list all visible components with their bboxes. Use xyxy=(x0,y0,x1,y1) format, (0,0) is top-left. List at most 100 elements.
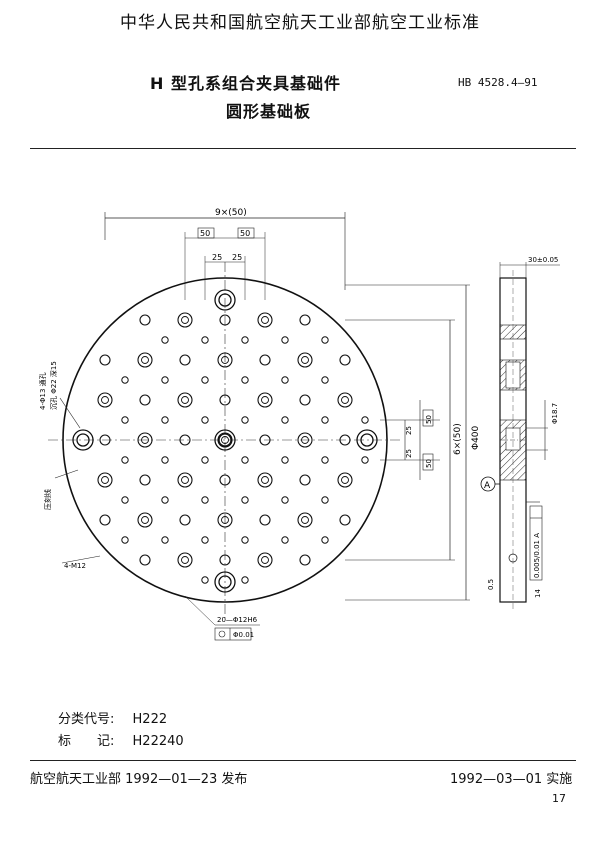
plate-hole xyxy=(257,472,273,488)
plate-hole xyxy=(179,434,191,446)
plate-hole xyxy=(299,554,311,566)
plate-hole xyxy=(137,352,153,368)
plate-hole xyxy=(337,472,353,488)
plate-hole xyxy=(177,552,193,568)
plate-hole xyxy=(99,434,111,446)
dim-diameter: Φ400 xyxy=(471,425,481,450)
callout-holes: 4-Φ13 通孔 xyxy=(38,372,47,410)
threaded-hole xyxy=(241,456,249,464)
through-hole xyxy=(218,433,232,447)
through-hole xyxy=(76,433,90,447)
document-title: H 型孔系组合夹具基础件 xyxy=(150,74,341,93)
threaded-hole xyxy=(321,496,329,504)
threaded-hole xyxy=(161,496,169,504)
threaded-hole xyxy=(241,576,249,584)
threaded-hole xyxy=(241,336,249,344)
through-hole xyxy=(214,289,236,311)
mark-row: 标 记: H22240 xyxy=(58,730,184,749)
header-rule xyxy=(30,148,576,149)
plate-hole xyxy=(259,354,271,366)
plate-hole-inner xyxy=(301,436,309,444)
threaded-hole xyxy=(161,336,169,344)
dim-box-left: 50 xyxy=(200,229,210,238)
plate-hole-inner xyxy=(261,396,269,404)
plate-hole xyxy=(139,474,151,486)
issuer-line: 航空航天工业部 1992—01—23 发布 xyxy=(30,772,248,787)
footer-rule xyxy=(30,760,576,761)
dim-right-25-top: 25 xyxy=(405,426,413,435)
threaded-hole xyxy=(281,416,289,424)
plate-hole xyxy=(217,432,233,448)
plate-hole-inner xyxy=(181,396,189,404)
plate-hole xyxy=(97,472,113,488)
plate-hole xyxy=(259,514,271,526)
threaded-hole xyxy=(281,456,289,464)
threaded-hole xyxy=(281,496,289,504)
plate-hole xyxy=(337,392,353,408)
threaded-hole xyxy=(161,376,169,384)
plate-hole-inner xyxy=(261,316,269,324)
plate-hole xyxy=(257,392,273,408)
plate-hole xyxy=(219,554,231,566)
threaded-hole xyxy=(241,496,249,504)
through-hole xyxy=(356,429,378,451)
plate-hole-inner xyxy=(221,436,229,444)
plate-hole xyxy=(177,312,193,328)
plate-hole xyxy=(299,394,311,406)
threaded-hole xyxy=(121,536,129,544)
threaded-hole xyxy=(281,336,289,344)
threaded-hole xyxy=(321,376,329,384)
threaded-hole xyxy=(121,376,129,384)
threaded-hole xyxy=(281,536,289,544)
dim-thickness: 30±0.05 xyxy=(528,256,558,264)
classification-code-row: 分类代号: H222 xyxy=(58,708,167,727)
threaded-hole xyxy=(361,416,369,424)
threaded-hole xyxy=(321,536,329,544)
document-subtitle: 圆形基础板 xyxy=(226,102,312,121)
threaded-hole xyxy=(161,416,169,424)
plate-hole-inner xyxy=(221,516,229,524)
plate-hole xyxy=(297,352,313,368)
threaded-hole xyxy=(201,336,209,344)
plate-hole xyxy=(339,434,351,446)
threaded-hole xyxy=(201,376,209,384)
side-dim-angle: 14 xyxy=(534,589,542,598)
plate-hole xyxy=(97,392,113,408)
plate-hole-inner xyxy=(181,316,189,324)
threaded-hole xyxy=(201,536,209,544)
plate-hole xyxy=(217,352,233,368)
plate-hole xyxy=(179,514,191,526)
plate-hole xyxy=(219,314,231,326)
threaded-hole xyxy=(201,496,209,504)
plate-hole xyxy=(339,354,351,366)
threaded-hole xyxy=(321,416,329,424)
dim-right-25-bottom: 25 xyxy=(405,449,413,458)
through-hole xyxy=(214,429,236,451)
plate-hole-inner xyxy=(141,436,149,444)
class-code-value: H222 xyxy=(132,712,168,727)
plate-hole xyxy=(257,552,273,568)
plate-hole-inner xyxy=(261,556,269,564)
threaded-hole xyxy=(241,536,249,544)
plate-hole xyxy=(219,394,231,406)
dim-right-box-top: 50 xyxy=(425,415,433,424)
dim-top-overall: 9×(50) xyxy=(215,208,247,218)
threaded-hole xyxy=(121,456,129,464)
plate-hole-inner xyxy=(341,396,349,404)
plate-hole xyxy=(299,474,311,486)
plate-hole-inner xyxy=(101,396,109,404)
side-dim-counterbore: Φ18.7 xyxy=(551,403,559,424)
tol-position: Φ0.01 xyxy=(233,631,254,639)
callout-counterbore: 沉孔 Φ22 深15 xyxy=(49,361,58,410)
page-number: 17 xyxy=(552,792,566,805)
plate-hole xyxy=(137,432,153,448)
hole-grid xyxy=(72,289,378,593)
plate-hole xyxy=(299,314,311,326)
through-hole xyxy=(72,429,94,451)
plate-hole xyxy=(179,354,191,366)
plate-hole xyxy=(139,314,151,326)
plate-hole xyxy=(99,514,111,526)
through-hole xyxy=(360,433,374,447)
dim-height-span: 6×(50) xyxy=(453,423,463,455)
plate-hole xyxy=(217,512,233,528)
